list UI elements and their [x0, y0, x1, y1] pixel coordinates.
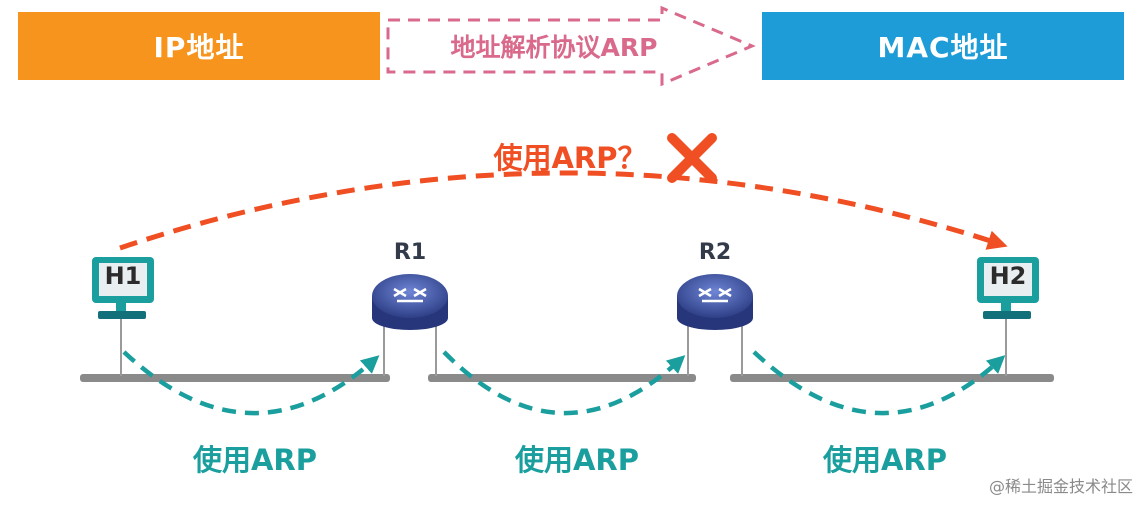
link-bar-middle [428, 374, 696, 382]
link-bar-right [730, 374, 1054, 382]
ip-address-box: IP地址 [18, 12, 380, 80]
hop-arrow-2 [442, 350, 686, 416]
hop-label-1: 使用ARP [192, 443, 318, 477]
host-h1-icon [92, 257, 154, 319]
hop-arrow-1 [122, 350, 380, 416]
hop-arrow-3 [752, 350, 1006, 416]
arp-protocol-label: 地址解析协议ARP [450, 33, 658, 62]
mac-address-label: MAC地址 [877, 31, 1009, 64]
router-r2-icon [677, 274, 753, 330]
direct-arp-arrow [119, 170, 1008, 251]
link-bar-left [80, 374, 390, 382]
router-r1-label: R1 [393, 240, 427, 265]
ip-address-label: IP地址 [153, 31, 245, 64]
hop-label-2: 使用ARP [514, 443, 640, 477]
host-h2-label: H2 [989, 262, 1027, 290]
hop-label-3: 使用ARP [822, 443, 948, 477]
arp-banner-arrow [386, 5, 756, 87]
host-h2-icon [977, 257, 1039, 319]
mac-address-box: MAC地址 [762, 12, 1124, 80]
cross-icon [667, 133, 717, 183]
direct-arp-question: 使用ARP？ [493, 141, 647, 175]
host-h1-label: H1 [104, 262, 142, 290]
router-r1-icon [372, 274, 448, 330]
watermark: @稀土掘金技术社区 [988, 477, 1133, 496]
router-r2-label: R2 [698, 240, 732, 265]
